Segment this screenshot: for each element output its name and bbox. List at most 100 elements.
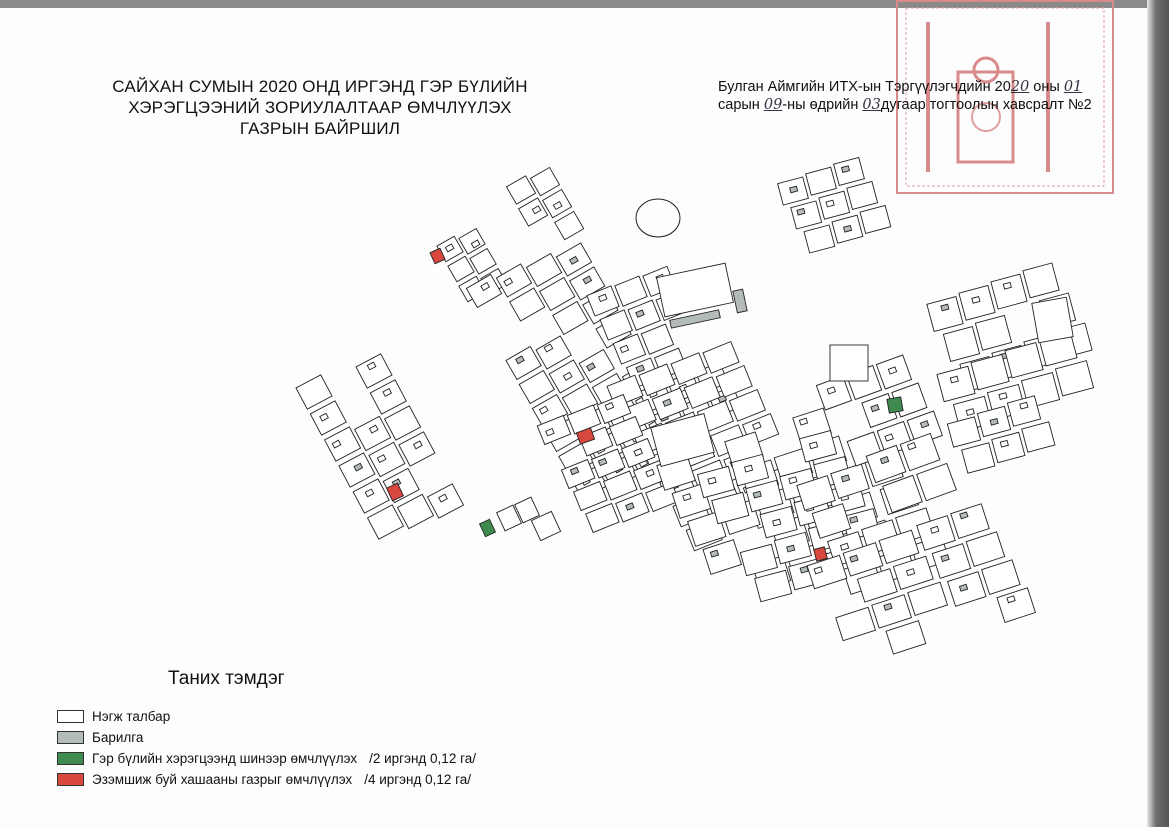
building	[604, 402, 615, 411]
legend-item-new-ownership: Гэр бүлийн хэрэгцээнд шинээр өмчлүүлэх/2…	[57, 748, 476, 769]
existing-ownership-parcel	[386, 482, 404, 502]
land-parcel	[885, 620, 927, 655]
land-parcel	[865, 444, 907, 484]
title-line-2: ХЭРЭГЦЭЭНИЙ ЗОРИУЛАЛТААР ӨМЧЛҮҮЛЭХ	[128, 98, 512, 117]
land-parcel	[530, 510, 562, 542]
building	[772, 518, 782, 527]
title-line-3: ГАЗРЫН БАЙРШИЛ	[239, 119, 401, 138]
land-parcel	[980, 559, 1021, 595]
map-title: САЙХАН СУМЫН 2020 ОНД ИРГЭНД ГЭР БҮЛИЙН …	[60, 76, 580, 139]
building	[839, 542, 850, 551]
building	[364, 488, 375, 498]
emblem-icon	[905, 7, 1105, 187]
building	[376, 454, 387, 464]
building	[965, 408, 975, 416]
land-parcel	[585, 502, 620, 534]
building	[959, 511, 969, 520]
legend-swatch	[57, 773, 84, 786]
land-parcel	[811, 503, 852, 539]
building	[669, 309, 721, 329]
building	[412, 440, 423, 450]
building	[919, 420, 930, 429]
building	[470, 239, 481, 249]
legend-title: Таних тэмдэг	[168, 668, 285, 689]
land-parcel	[1004, 341, 1044, 379]
building	[887, 366, 898, 375]
land-parcel	[650, 413, 715, 467]
building	[752, 490, 762, 499]
building	[1019, 401, 1029, 410]
land-parcel	[447, 255, 475, 283]
land-parcel	[535, 335, 572, 370]
building	[552, 200, 563, 211]
legend-item-building: Барилга	[57, 727, 476, 748]
scan-border-right	[1147, 0, 1169, 827]
land-parcel	[368, 441, 406, 478]
land-parcel	[798, 430, 838, 463]
land-parcel	[608, 415, 644, 447]
legend-label: Гэр бүлийн хэрэгцээнд шинээр өмчлүүлэх	[92, 751, 358, 766]
building	[382, 387, 393, 397]
land-parcel	[517, 197, 549, 227]
building	[366, 361, 377, 371]
land-parcel	[640, 323, 675, 355]
land-parcel	[803, 224, 836, 254]
building	[597, 457, 608, 467]
land-parcel	[796, 475, 836, 511]
land-parcel	[899, 432, 941, 472]
building	[743, 464, 754, 473]
existing-ownership-parcel	[429, 247, 446, 265]
land-parcel	[426, 483, 465, 519]
building	[930, 525, 940, 534]
land-parcel	[739, 543, 779, 577]
land-parcel	[833, 156, 865, 186]
building	[813, 566, 823, 575]
building	[789, 185, 799, 194]
building	[732, 288, 748, 314]
land-parcel	[829, 344, 869, 382]
building	[999, 439, 1009, 448]
legend-swatch	[57, 710, 84, 723]
land-parcel	[715, 364, 753, 398]
annex-text: -ны өдрийн	[782, 97, 863, 113]
land-parcel	[916, 515, 956, 551]
existing-ownership-parcel	[575, 427, 596, 445]
building	[799, 565, 809, 574]
land-parcel	[950, 503, 990, 539]
land-parcel	[366, 504, 405, 540]
existing-ownership-parcel	[813, 546, 828, 562]
land-parcel	[355, 353, 393, 389]
land-parcel	[353, 415, 392, 452]
building	[1002, 281, 1012, 290]
building	[562, 371, 573, 381]
land-parcel	[1022, 262, 1060, 299]
building	[515, 355, 525, 365]
land-parcel	[970, 353, 1010, 391]
land-parcel	[683, 376, 721, 410]
land-parcel	[590, 448, 626, 479]
building	[662, 398, 672, 407]
land-parcel	[602, 470, 638, 501]
building	[543, 343, 554, 353]
legend-label: Нэгж талбар	[92, 709, 171, 724]
land-parcel	[295, 374, 333, 410]
new-ownership-parcel	[886, 396, 904, 414]
land-parcel	[656, 262, 734, 318]
land-parcel	[965, 531, 1006, 567]
land-parcel	[846, 180, 879, 210]
land-parcel	[396, 493, 435, 530]
land-parcel	[990, 273, 1028, 310]
building	[840, 165, 851, 174]
building	[843, 224, 853, 233]
land-parcel	[871, 594, 913, 629]
land-parcel	[961, 442, 996, 474]
annex-text: Булган Аймгийн ИТХ-ын Тэргүүлэгчдийн 20	[718, 79, 1011, 95]
land-parcel	[996, 587, 1037, 623]
land-parcel	[552, 300, 589, 336]
land-parcel	[931, 543, 972, 579]
building	[1006, 595, 1016, 604]
round-parcel	[635, 198, 681, 238]
land-parcel	[518, 369, 556, 405]
handwritten-month: 01	[1063, 79, 1083, 95]
building	[545, 427, 555, 437]
